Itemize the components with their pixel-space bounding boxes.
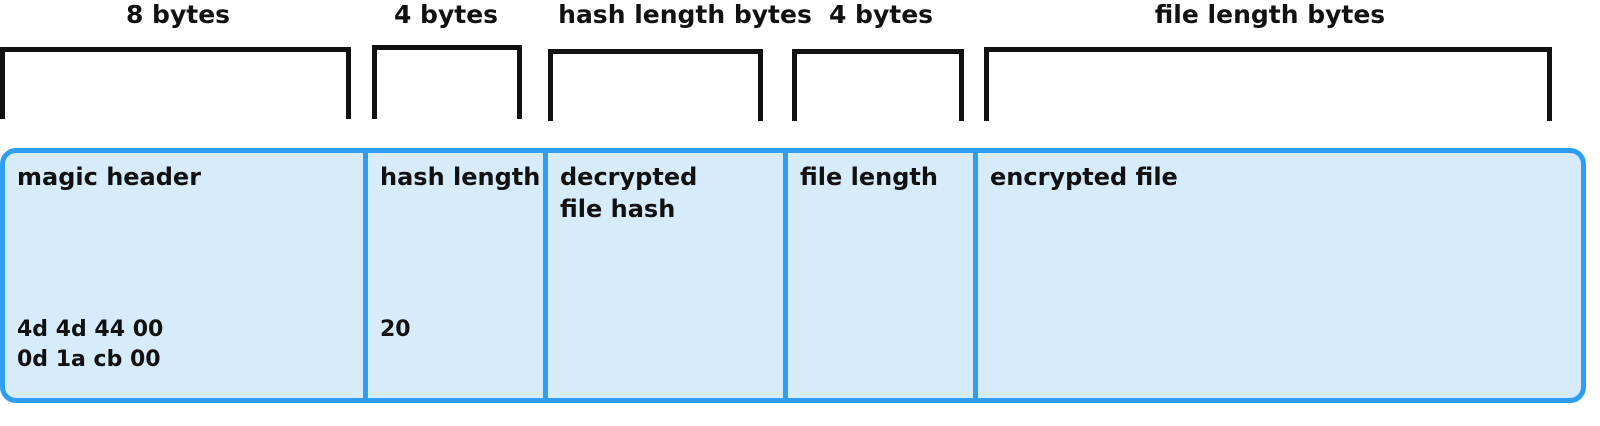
bracket-encrypted-file — [984, 47, 1552, 121]
field-hash-length: hash length 20 — [368, 153, 543, 398]
size-label-file-length: 4 bytes — [828, 0, 934, 29]
field-value-hash-length: 20 — [380, 317, 411, 342]
field-name-encrypted-file: encrypted file — [990, 163, 1178, 191]
size-label-magic-header: 8 bytes — [125, 0, 231, 29]
field-name-magic-header: magic header — [17, 163, 202, 191]
size-label-decrypted-file-hash: hash length bytes — [558, 0, 812, 29]
field-decrypted-file-hash: decrypted file hash — [548, 153, 783, 398]
field-name-decrypted-file-hash: decrypted file hash — [560, 163, 698, 223]
bracket-file-length — [792, 49, 964, 121]
divider — [973, 153, 978, 398]
divider — [543, 153, 548, 398]
size-label-encrypted-file: file length bytes — [1154, 0, 1386, 29]
size-label-hash-length: 4 bytes — [393, 0, 499, 29]
divider — [363, 153, 368, 398]
field-file-length: file length — [788, 153, 973, 398]
file-structure-box: magic header 4d 4d 44 00 0d 1a cb 00 has… — [0, 148, 1586, 403]
divider — [783, 153, 788, 398]
bracket-magic-header — [0, 47, 351, 119]
field-value-magic-header: 4d 4d 44 00 0d 1a cb 00 — [17, 317, 164, 372]
field-name-file-length: file length — [800, 163, 938, 191]
bracket-decrypted-file-hash — [548, 49, 763, 121]
field-encrypted-file: encrypted file — [978, 153, 1581, 398]
bracket-hash-length — [372, 45, 522, 119]
field-name-hash-length: hash length — [380, 163, 541, 191]
field-magic-header: magic header 4d 4d 44 00 0d 1a cb 00 — [5, 153, 363, 398]
